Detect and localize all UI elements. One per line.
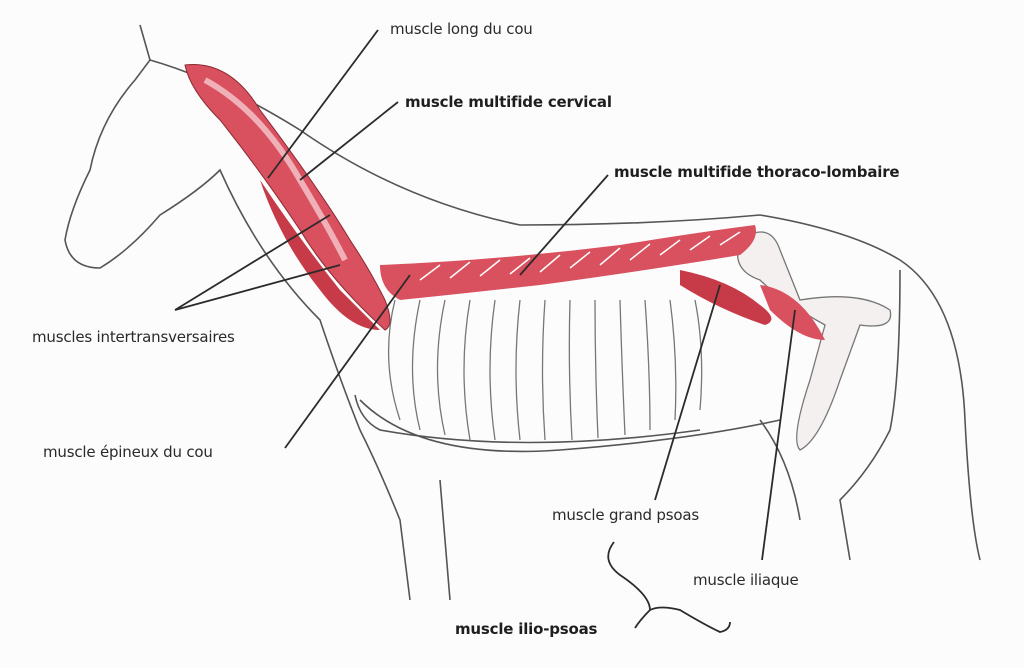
pelvis-femur (736, 231, 892, 451)
label-muscle-grand-psoas: muscle grand psoas (552, 506, 699, 524)
label-muscle-multifide-thoraco-lombaire: muscle multifide thoraco-lombaire (614, 163, 900, 181)
horse-outline (64, 24, 981, 601)
label-muscle-epineux-du-cou: muscle épineux du cou (43, 443, 213, 461)
vertebrae (419, 231, 741, 281)
ribcage (387, 299, 703, 441)
label-muscle-iliaque: muscle iliaque (693, 571, 799, 589)
leader-lines (174, 29, 796, 633)
label-muscle-multifide-cervical: muscle multifide cervical (405, 93, 612, 111)
label-muscle-ilio-psoas: muscle ilio-psoas (455, 620, 598, 638)
muscles (184, 64, 825, 340)
label-muscles-intertransversaires: muscles intertransversaires (32, 328, 235, 346)
label-muscle-long-du-cou: muscle long du cou (390, 20, 533, 38)
